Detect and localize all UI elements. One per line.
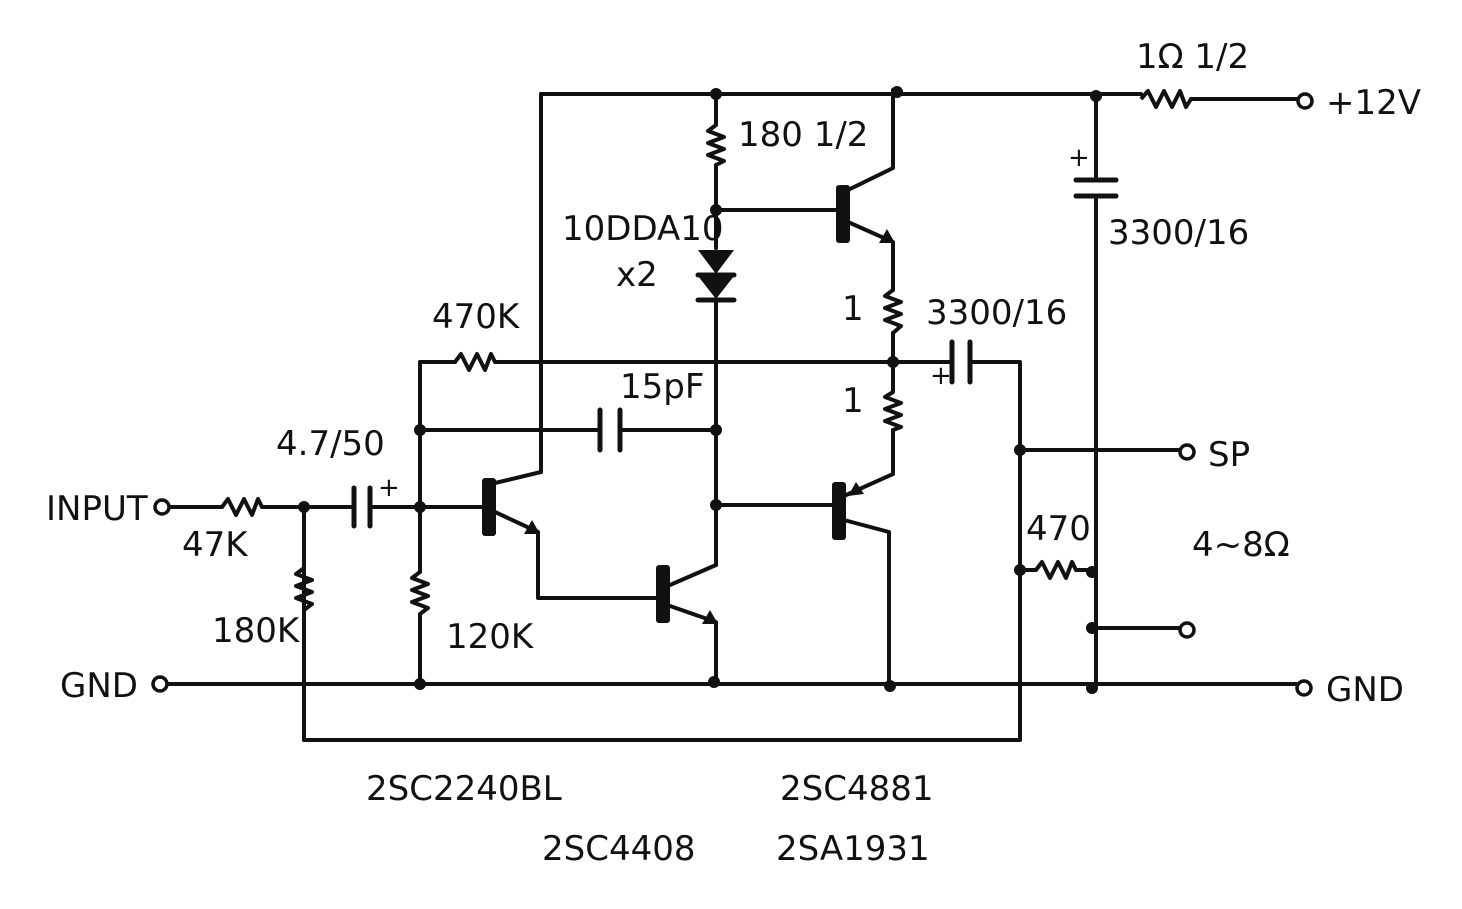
transistor-q4-body <box>832 482 846 540</box>
resistor-1-bottom <box>883 390 903 432</box>
resistor-180-half <box>706 123 726 167</box>
label-2sa1931: 2SA1931 <box>776 829 930 869</box>
transistor-q4-arrow-icon <box>848 482 864 496</box>
label-470: 470 <box>1026 509 1091 549</box>
label-vcc: +12V <box>1326 83 1421 123</box>
label-gnd-right: GND <box>1326 670 1404 710</box>
plus-mark-output-cap: + <box>930 361 952 391</box>
terminals <box>151 92 1314 697</box>
label-1-top: 1 <box>842 289 864 329</box>
plus-mark-input-cap: + <box>378 473 400 503</box>
terminal-sp <box>1178 443 1196 461</box>
label-4-8-ohm: 4~8Ω <box>1192 525 1290 565</box>
label-1-bottom: 1 <box>842 381 864 421</box>
label-2sc4881: 2SC4881 <box>780 769 933 809</box>
label-3300-output: 3300/16 <box>926 293 1067 333</box>
label-2sc4408: 2SC4408 <box>542 829 695 869</box>
label-15pf: 15pF <box>620 367 704 407</box>
label-2sc2240bl: 2SC2240BL <box>366 769 562 809</box>
label-47k: 47K <box>182 525 249 565</box>
label-180k: 180K <box>212 611 301 651</box>
polarity-marks: + + + <box>378 143 1090 503</box>
capacitor-4-7-50 <box>351 485 373 529</box>
transistor-q3-arrow-icon <box>879 229 895 243</box>
capacitor-15pf <box>597 407 623 453</box>
transistor-q1-body <box>482 478 496 536</box>
junction-dots <box>298 86 1102 694</box>
terminal-vcc <box>1296 92 1314 110</box>
transistor-q3-body <box>836 185 850 243</box>
transistor-q2-arrow-icon <box>702 610 718 624</box>
label-3300-supply: 3300/16 <box>1108 213 1249 253</box>
capacitor-output-3300 <box>949 339 973 385</box>
terminal-gnd-right <box>1295 679 1313 697</box>
resistor-1ohm-half <box>1139 89 1193 109</box>
label-x2: x2 <box>616 255 658 295</box>
label-sp: SP <box>1208 435 1250 475</box>
resistors <box>220 89 1193 616</box>
resistor-47k <box>220 497 264 517</box>
wires <box>166 88 1302 742</box>
resistor-470k <box>453 352 497 372</box>
label-gnd-left: GND <box>60 666 138 706</box>
label-180-half: 180 1/2 <box>738 115 868 155</box>
label-120k: 120K <box>446 617 535 657</box>
resistor-470 <box>1034 560 1078 580</box>
terminal-input <box>153 498 171 516</box>
resistor-120k <box>410 570 430 616</box>
label-1ohm-half: 1Ω 1/2 <box>1136 37 1249 77</box>
resistor-180k <box>294 566 314 612</box>
resistor-1-top <box>883 288 903 335</box>
labels: INPUT GND +12V SP GND 47K 180K 4.7/50 12… <box>46 37 1421 869</box>
label-470k: 470K <box>432 297 521 337</box>
transistors <box>482 185 895 624</box>
plus-mark-supply-cap: + <box>1068 143 1090 173</box>
capacitor-supply-3300 <box>1073 177 1119 199</box>
diode-10dda10 <box>695 250 737 303</box>
capacitors <box>351 177 1119 529</box>
terminal-sp-return <box>1178 621 1196 639</box>
transistor-q2-body <box>656 565 670 623</box>
terminal-gnd-left <box>151 675 169 693</box>
transistor-q1-arrow-icon <box>524 520 540 534</box>
label-input: INPUT <box>46 489 148 529</box>
label-10dda10: 10DDA10 <box>562 209 724 249</box>
label-4-7-50: 4.7/50 <box>276 424 385 464</box>
